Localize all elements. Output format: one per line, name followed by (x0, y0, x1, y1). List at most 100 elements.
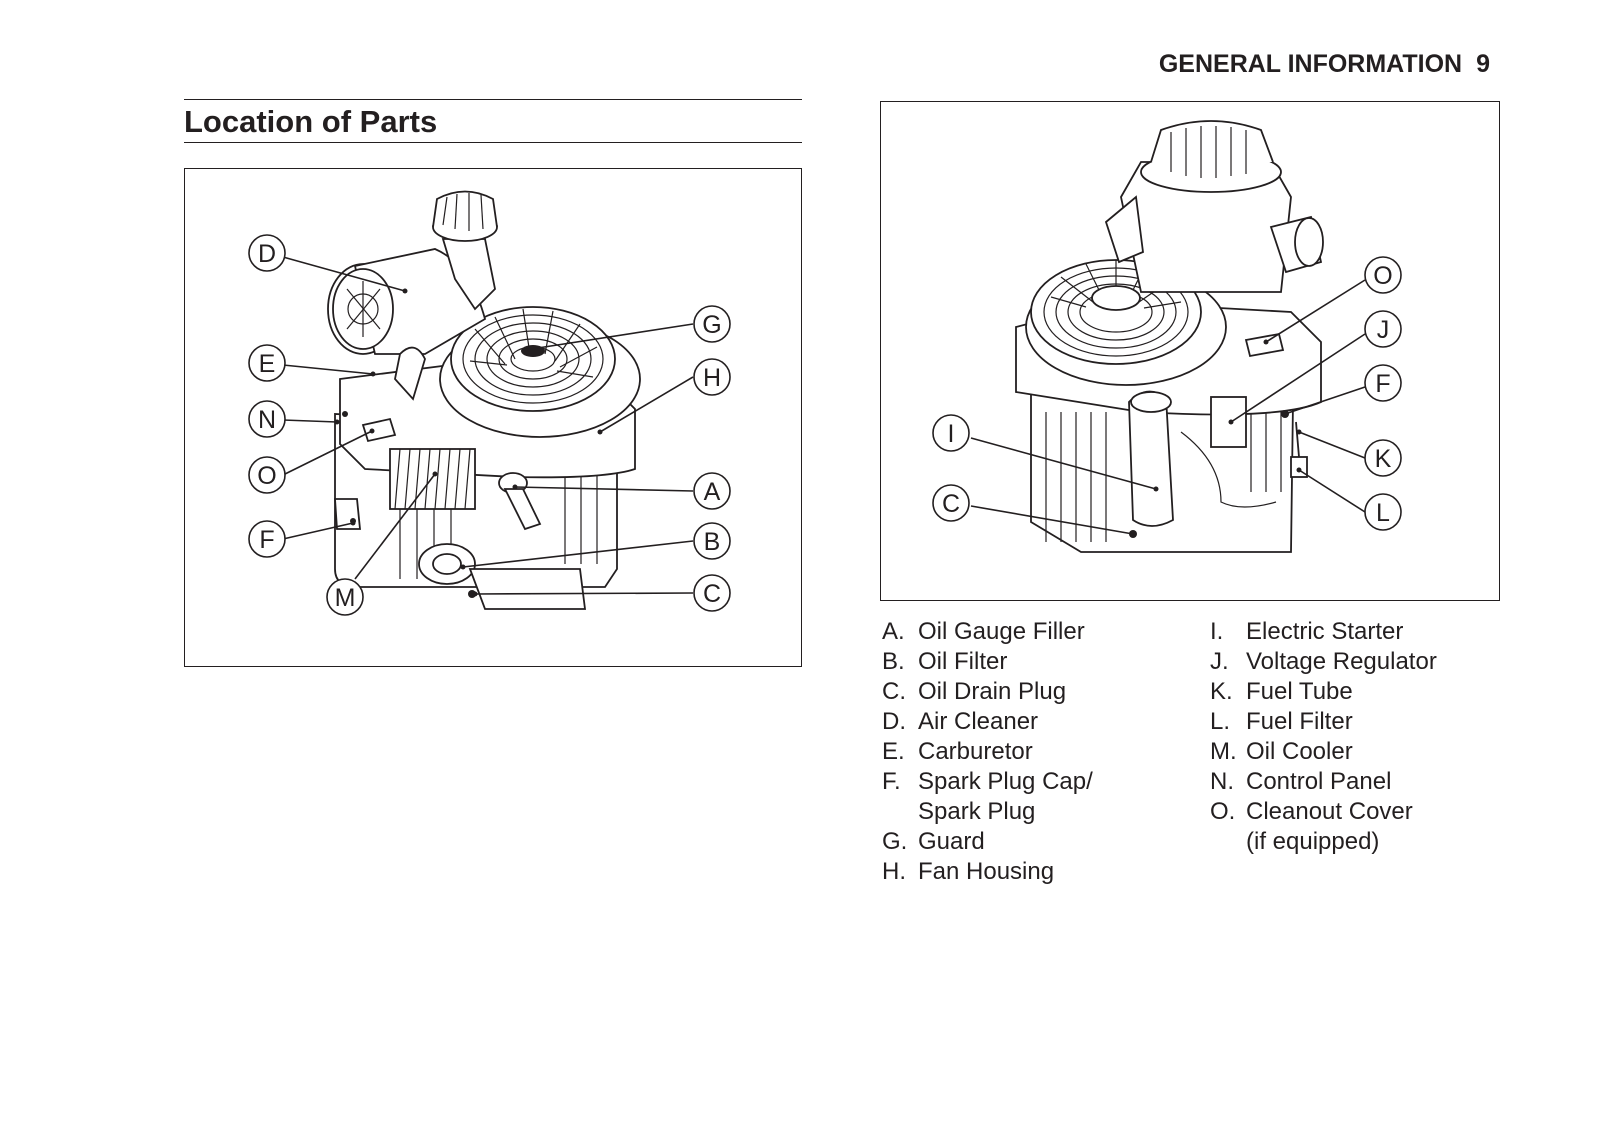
legend-item: Spark Plug (882, 797, 1093, 827)
legend-text: Oil Filter (918, 648, 1008, 675)
svg-text:O: O (1373, 262, 1392, 290)
callout-e: E (248, 344, 286, 382)
legend-letter: L. (1210, 708, 1231, 735)
legend-item: N. Control Panel (1210, 767, 1437, 797)
legend-letter: J. (1210, 648, 1229, 675)
callout-o: O (248, 456, 286, 494)
legend-item: J. Voltage Regulator (1210, 647, 1437, 677)
legend-item: E. Carburetor (882, 737, 1093, 767)
legend-letter: D. (882, 708, 906, 735)
svg-text:B: B (704, 528, 721, 556)
callout-a: A (693, 472, 731, 510)
svg-text:L: L (1376, 499, 1390, 527)
svg-text:M: M (335, 584, 356, 612)
svg-text:G: G (702, 311, 721, 339)
legend-text: Fuel Filter (1246, 708, 1353, 735)
legend-letter (882, 797, 918, 827)
callout-f-right: F (1364, 364, 1402, 402)
page-header: GENERAL INFORMATION 9 (1090, 50, 1490, 79)
svg-text:D: D (258, 240, 276, 268)
legend-text: Guard (918, 828, 985, 855)
legend-item: F. Spark Plug Cap/ (882, 767, 1093, 797)
legend-text: Fan Housing (918, 858, 1055, 885)
svg-text:O: O (257, 462, 276, 490)
legend-letter: N. (1210, 768, 1234, 795)
legend-item: G. Guard (882, 827, 1093, 857)
legend-letter: K. (1210, 678, 1233, 705)
callout-m: M (326, 578, 364, 616)
legend-letter: M. (1210, 738, 1237, 765)
leader-lines-right (970, 279, 1366, 537)
legend-text: Oil Gauge Filler (918, 618, 1085, 645)
engine-drawing-left: D E N O F M G H A B C (248, 190, 731, 616)
svg-text:H: H (703, 364, 721, 392)
legend-text: Spark Plug (918, 798, 1036, 825)
callout-h: H (693, 358, 731, 396)
title-rule-bottom (184, 142, 802, 143)
legend-text: Fuel Tube (1246, 678, 1353, 705)
legend-letter: O. (1210, 798, 1236, 825)
callout-g: G (693, 305, 731, 343)
callout-c-right: C (932, 484, 970, 522)
legend-text: Cleanout Cover (1246, 798, 1413, 825)
callout-c: C (693, 574, 731, 612)
callout-l: L (1364, 493, 1402, 531)
callout-d: D (248, 234, 286, 272)
svg-text:F: F (259, 526, 274, 554)
svg-text:A: A (704, 478, 721, 506)
legend-letter: G. (882, 828, 908, 855)
legend-letter: C. (882, 678, 906, 705)
legend-text: Spark Plug Cap/ (918, 768, 1093, 795)
legend-item: O. Cleanout Cover (1210, 797, 1437, 827)
legend-item: I. Electric Starter (1210, 617, 1437, 647)
legend-letter: B. (882, 648, 905, 675)
legend-text: Electric Starter (1246, 618, 1404, 645)
svg-text:K: K (1375, 445, 1392, 473)
callout-k: K (1364, 439, 1402, 477)
legend-letter: I. (1210, 618, 1224, 645)
leader-lines-left (282, 256, 694, 597)
section-title: Location of Parts (184, 104, 438, 139)
legend-item: C. Oil Drain Plug (882, 677, 1093, 707)
header-section-title: GENERAL INFORMATION (1158, 50, 1463, 78)
engine-illustration-left (327, 190, 641, 610)
svg-text:F: F (1375, 370, 1390, 398)
legend-column-2: I. Electric Starter J. Voltage Regulator K… (1210, 617, 1437, 857)
svg-text:C: C (942, 490, 960, 518)
svg-text:C: C (703, 580, 721, 608)
callout-o-right: O (1364, 256, 1402, 294)
legend-letter (1210, 827, 1246, 857)
svg-text:N: N (258, 406, 276, 434)
legend-item: M. Oil Cooler (1210, 737, 1437, 767)
callout-b: B (693, 522, 731, 560)
engine-figure-left: D E N O F M G H A B C (184, 168, 802, 667)
legend-item: L. Fuel Filter (1210, 707, 1437, 737)
legend-text: Oil Drain Plug (918, 678, 1067, 705)
legend-item: H. Fan Housing (882, 857, 1093, 887)
legend-text: Control Panel (1246, 768, 1392, 795)
legend-letter: A. (882, 618, 905, 645)
engine-drawing-right: I C O J F K L (932, 120, 1402, 553)
callout-j: J (1364, 310, 1402, 348)
legend-letter: H. (882, 858, 906, 885)
legend-text: Oil Cooler (1246, 738, 1353, 765)
engine-figure-right: I C O J F K L (880, 101, 1500, 601)
svg-text:I: I (948, 420, 955, 448)
legend-text: Voltage Regulator (1246, 648, 1437, 675)
title-rule-top (184, 99, 802, 100)
svg-text:E: E (259, 350, 276, 378)
page-number: 9 (1476, 50, 1490, 78)
callout-f: F (248, 520, 286, 558)
legend-item: B. Oil Filter (882, 647, 1093, 677)
legend-text: Air Cleaner (918, 708, 1039, 735)
legend-item: D. Air Cleaner (882, 707, 1093, 737)
legend-letter: E. (882, 738, 905, 765)
legend-item: (if equipped) (1210, 827, 1437, 857)
legend-letter: F. (882, 768, 901, 795)
legend-item: A. Oil Gauge Filler (882, 617, 1093, 647)
engine-illustration-right (1015, 120, 1324, 553)
legend-item: K. Fuel Tube (1210, 677, 1437, 707)
legend-column-1: A. Oil Gauge Filler B. Oil Filter C. Oil Dr… (882, 617, 1093, 887)
callout-n: N (248, 400, 286, 438)
legend-text: Carburetor (918, 738, 1033, 765)
